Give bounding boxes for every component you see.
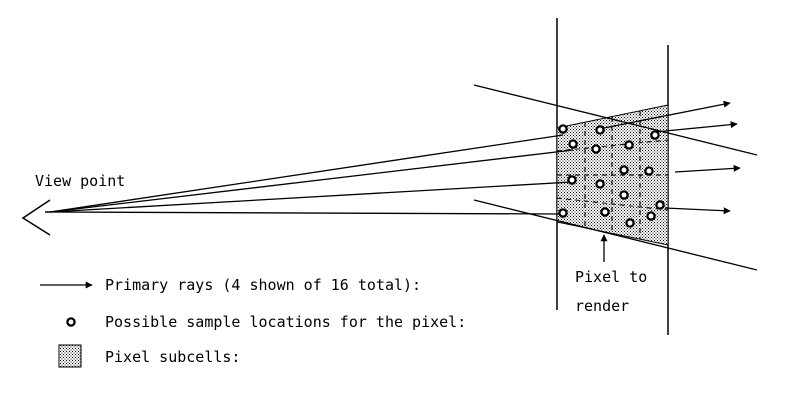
sample-circle (558, 124, 568, 134)
legend-primary-rays-label: Primary rays (4 shown of 16 total): (105, 276, 421, 294)
stray-ray-top (473, 84, 758, 156)
sample-circle (644, 166, 654, 176)
legend-subcell-swatch-icon (58, 344, 82, 368)
pixel-label-line1: Pixel to (575, 268, 647, 286)
primary-ray-3 (49, 181, 573, 213)
sample-circle (568, 139, 578, 149)
sample-circle (650, 130, 660, 140)
primary-rays (49, 134, 574, 215)
outgoing-ray-2 (654, 121, 738, 133)
sample-locations (558, 124, 665, 228)
sample-circle (619, 165, 629, 175)
legend: Primary rays (4 shown of 16 total): Poss… (40, 276, 466, 368)
legend-pixel-subcells-label: Pixel subcells: (105, 348, 240, 366)
sample-circle (567, 175, 577, 185)
sample-circle (595, 125, 605, 135)
sample-circle (595, 179, 605, 189)
outgoing-ray-1 (603, 100, 731, 129)
sample-circle (558, 208, 568, 218)
outgoing-ray-3 (674, 164, 741, 173)
view-point-label: View point (35, 172, 125, 190)
pixel-label-line2: render (575, 297, 629, 315)
primary-ray-4 (49, 211, 564, 215)
legend-sample-circle-icon (66, 317, 76, 327)
stray-ray-bottom (473, 199, 758, 271)
sample-circle (655, 200, 665, 210)
primary-ray-2 (49, 149, 574, 213)
sample-circle (646, 211, 656, 221)
primary-ray-1 (49, 134, 564, 213)
sample-circle (625, 218, 635, 228)
outgoing-ray-4 (664, 207, 731, 215)
sample-circle (591, 144, 601, 154)
eye-icon (21, 199, 51, 236)
sample-circle (624, 140, 634, 150)
outgoing-rays (603, 100, 741, 215)
sample-circle (600, 207, 610, 217)
sample-circle (619, 190, 629, 200)
legend-sample-locations-label: Possible sample locations for the pixel: (105, 313, 466, 331)
